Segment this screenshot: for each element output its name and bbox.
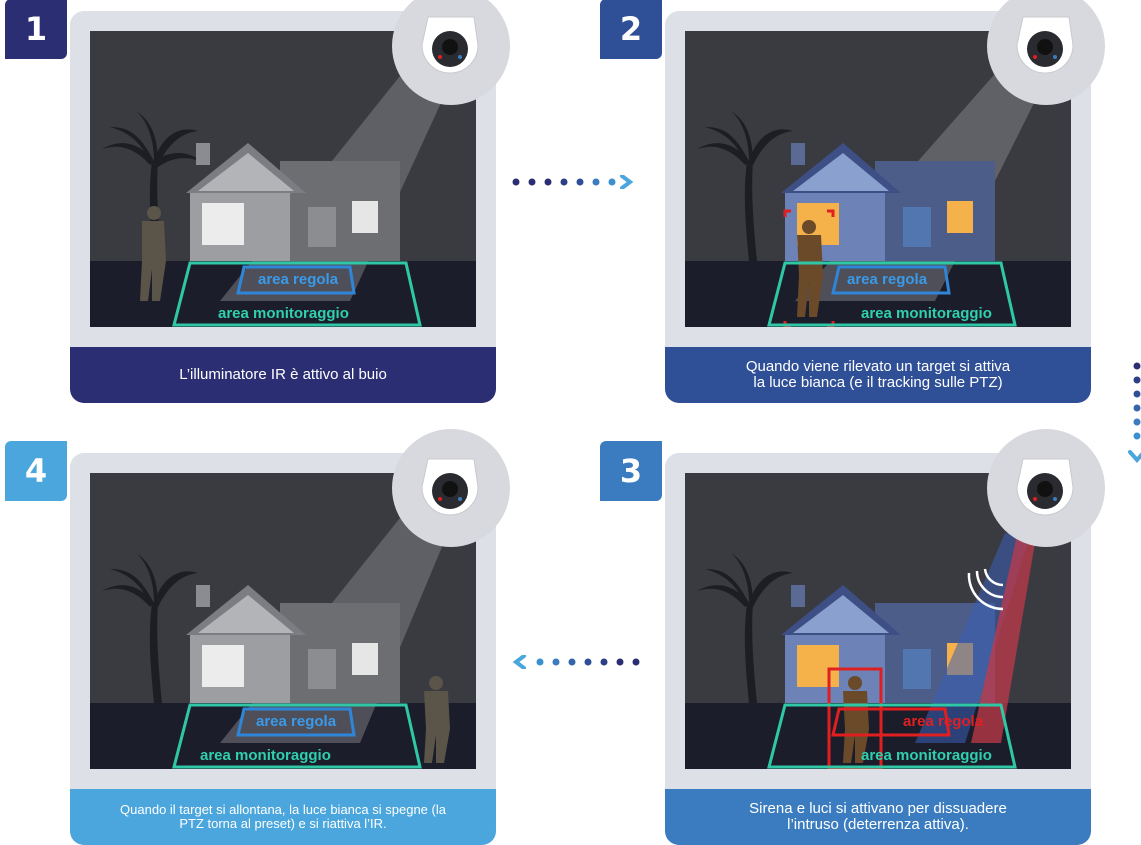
monitor-area-label: area monitoraggio	[218, 305, 349, 322]
step-2-panel: 2	[665, 11, 1091, 403]
step-2-caption: Quando viene rilevato un target si attiv…	[665, 347, 1091, 403]
caption-text: Quando viene rilevato un target si attiv…	[738, 359, 1018, 391]
step-3-badge: 3	[600, 441, 662, 501]
arrow-left-icon	[512, 655, 652, 669]
arrow-down-icon	[1126, 360, 1141, 472]
monitor-area-label: area monitoraggio	[200, 747, 331, 764]
dome-camera-icon	[987, 429, 1105, 547]
step-number: 2	[620, 10, 642, 48]
rule-area-label: area regola	[847, 271, 927, 288]
arrow-right-icon	[512, 175, 652, 189]
step-2-badge: 2	[600, 0, 662, 59]
step-3-panel: 3	[665, 453, 1091, 845]
step-number: 1	[25, 10, 47, 48]
rule-area-label: area regola	[258, 271, 338, 288]
step-4-badge: 4	[5, 441, 67, 501]
caption-text: Quando il target si allontana, la luce b…	[112, 803, 454, 831]
step-1-panel: 1	[70, 11, 496, 403]
dome-camera-icon	[987, 0, 1105, 105]
caption-text: L’illuminatore IR è attivo al buio	[171, 367, 395, 383]
dome-camera-icon	[392, 0, 510, 105]
rule-area-label: area regola	[903, 713, 983, 730]
dome-camera-icon	[392, 429, 510, 547]
monitor-area-label: area monitoraggio	[861, 305, 992, 322]
step-4-panel: 4	[70, 453, 496, 845]
step-number: 4	[25, 452, 47, 490]
caption-text: Sirena e luci si attivano per dissuadere…	[741, 801, 1015, 833]
rule-area-label: area regola	[256, 713, 336, 730]
monitor-area-label: area monitoraggio	[861, 747, 992, 764]
step-1-badge: 1	[5, 0, 67, 59]
step-number: 3	[620, 452, 642, 490]
person-icon	[424, 676, 450, 763]
step-1-caption: L’illuminatore IR è attivo al buio	[70, 347, 496, 403]
